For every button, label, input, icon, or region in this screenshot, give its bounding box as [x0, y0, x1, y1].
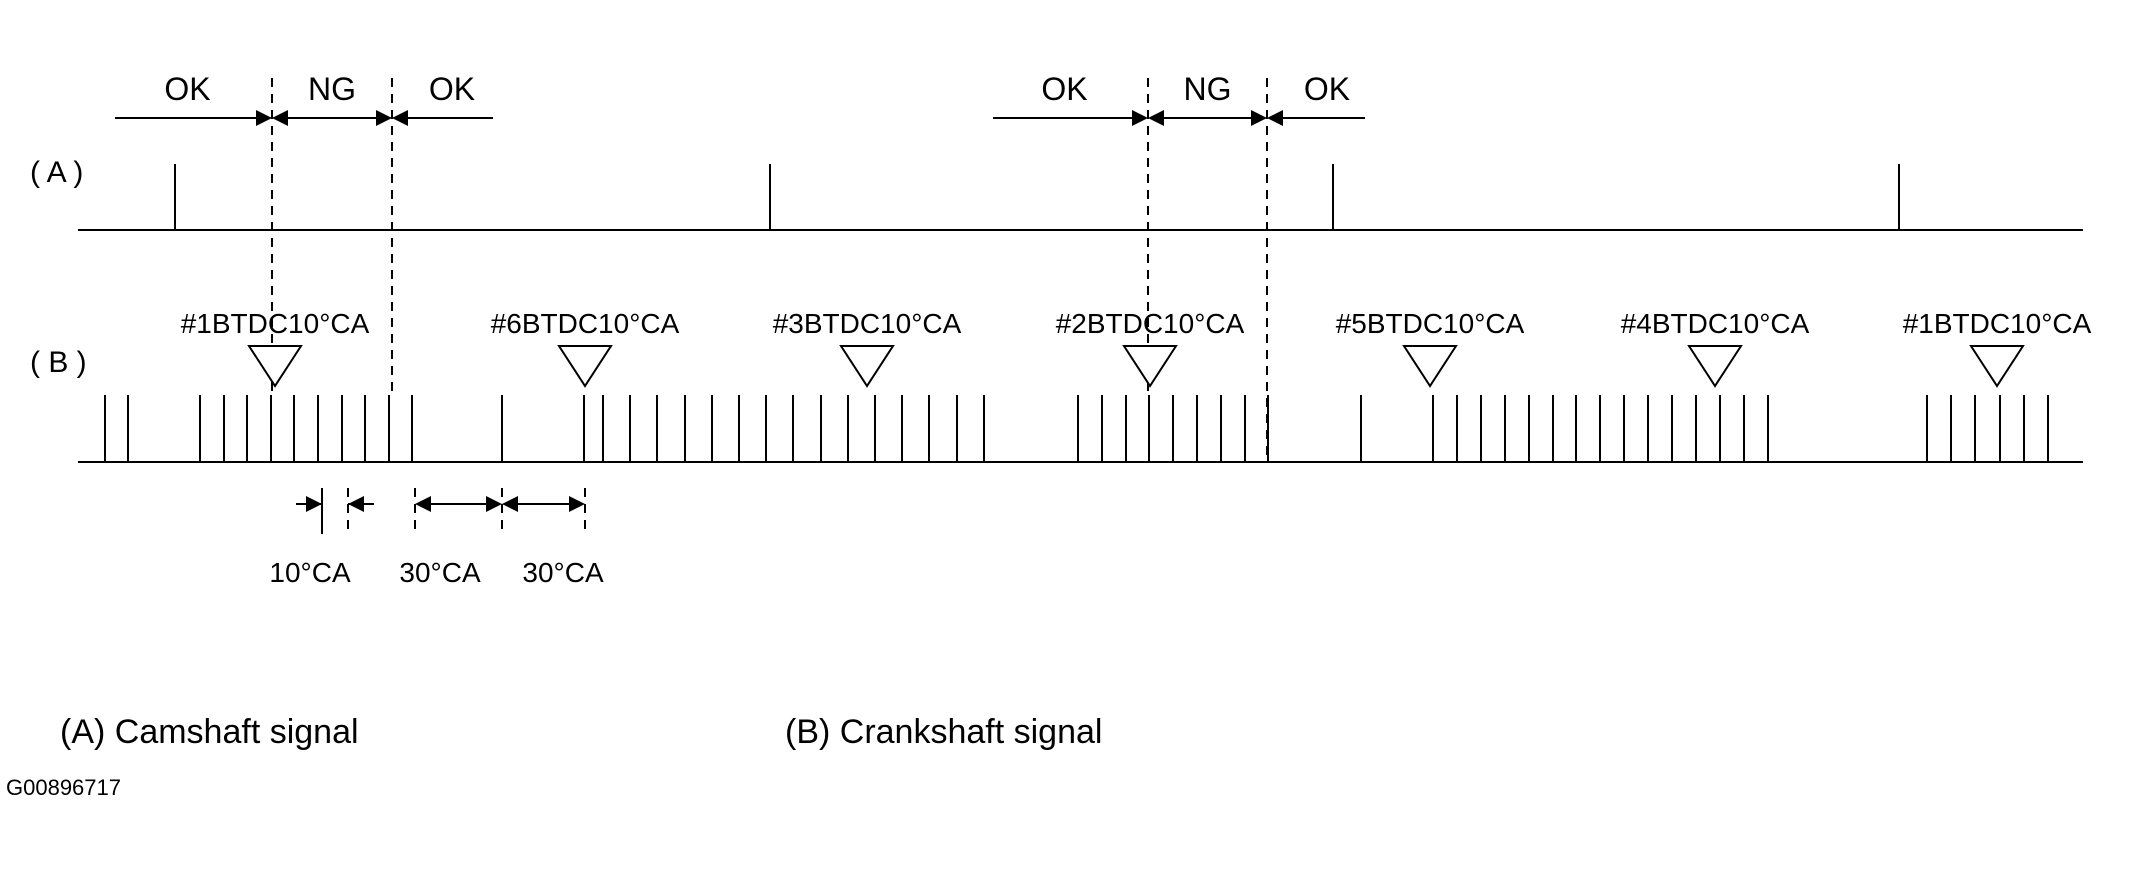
dim-arrowhead [415, 496, 431, 512]
tdc-marker-label: #5BTDC10°CA [1336, 308, 1525, 339]
ok-left-arrowhead [256, 110, 272, 126]
tdc-marker-label: #2BTDC10°CA [1056, 308, 1245, 339]
ok-left-arrowhead [1132, 110, 1148, 126]
dimension-label-10ca: 10°CA [269, 557, 351, 588]
tdc-marker-triangle [247, 345, 303, 388]
dim-arrowhead [486, 496, 502, 512]
dim-arrowhead [348, 496, 364, 512]
ok-label: OK [429, 71, 475, 107]
ok-right-arrowhead [1267, 110, 1283, 126]
tdc-marker-triangle [1402, 345, 1458, 388]
dim-arrowhead [502, 496, 518, 512]
dimension-label-30ca: 30°CA [399, 557, 481, 588]
legend-crankshaft: (B) Crankshaft signal [785, 713, 1102, 751]
row-label-b: ( B ) [30, 346, 87, 379]
tdc-marker-triangle [839, 345, 895, 388]
tdc-marker-triangle [1687, 345, 1743, 388]
tdc-marker-label: #6BTDC10°CA [491, 308, 680, 339]
tdc-marker-label: #1BTDC10°CA [1903, 308, 2092, 339]
tdc-marker-triangle [557, 345, 613, 388]
ng-label: NG [1184, 71, 1232, 107]
ok-label: OK [1041, 71, 1087, 107]
dim-arrowhead [569, 496, 585, 512]
tdc-marker-label: #1BTDC10°CA [181, 308, 370, 339]
tdc-marker-triangle [1122, 345, 1178, 388]
ng-label: NG [308, 71, 356, 107]
ok-right-arrowhead [392, 110, 408, 126]
tdc-marker-label: #4BTDC10°CA [1621, 308, 1810, 339]
ng-right-arrowhead [1251, 110, 1267, 126]
dimension-label-30ca: 30°CA [522, 557, 604, 588]
legend-camshaft: (A) Camshaft signal [60, 713, 359, 751]
ng-left-arrowhead [1148, 110, 1164, 126]
figure-code: G00896717 [6, 775, 121, 800]
tdc-marker-label: #3BTDC10°CA [773, 308, 962, 339]
ok-label: OK [1304, 71, 1350, 107]
tdc-marker-triangle [1969, 345, 2025, 388]
dim-arrowhead [306, 496, 322, 512]
ng-left-arrowhead [272, 110, 288, 126]
ok-label: OK [164, 71, 210, 107]
row-label-a: ( A ) [30, 156, 83, 189]
ng-right-arrowhead [376, 110, 392, 126]
